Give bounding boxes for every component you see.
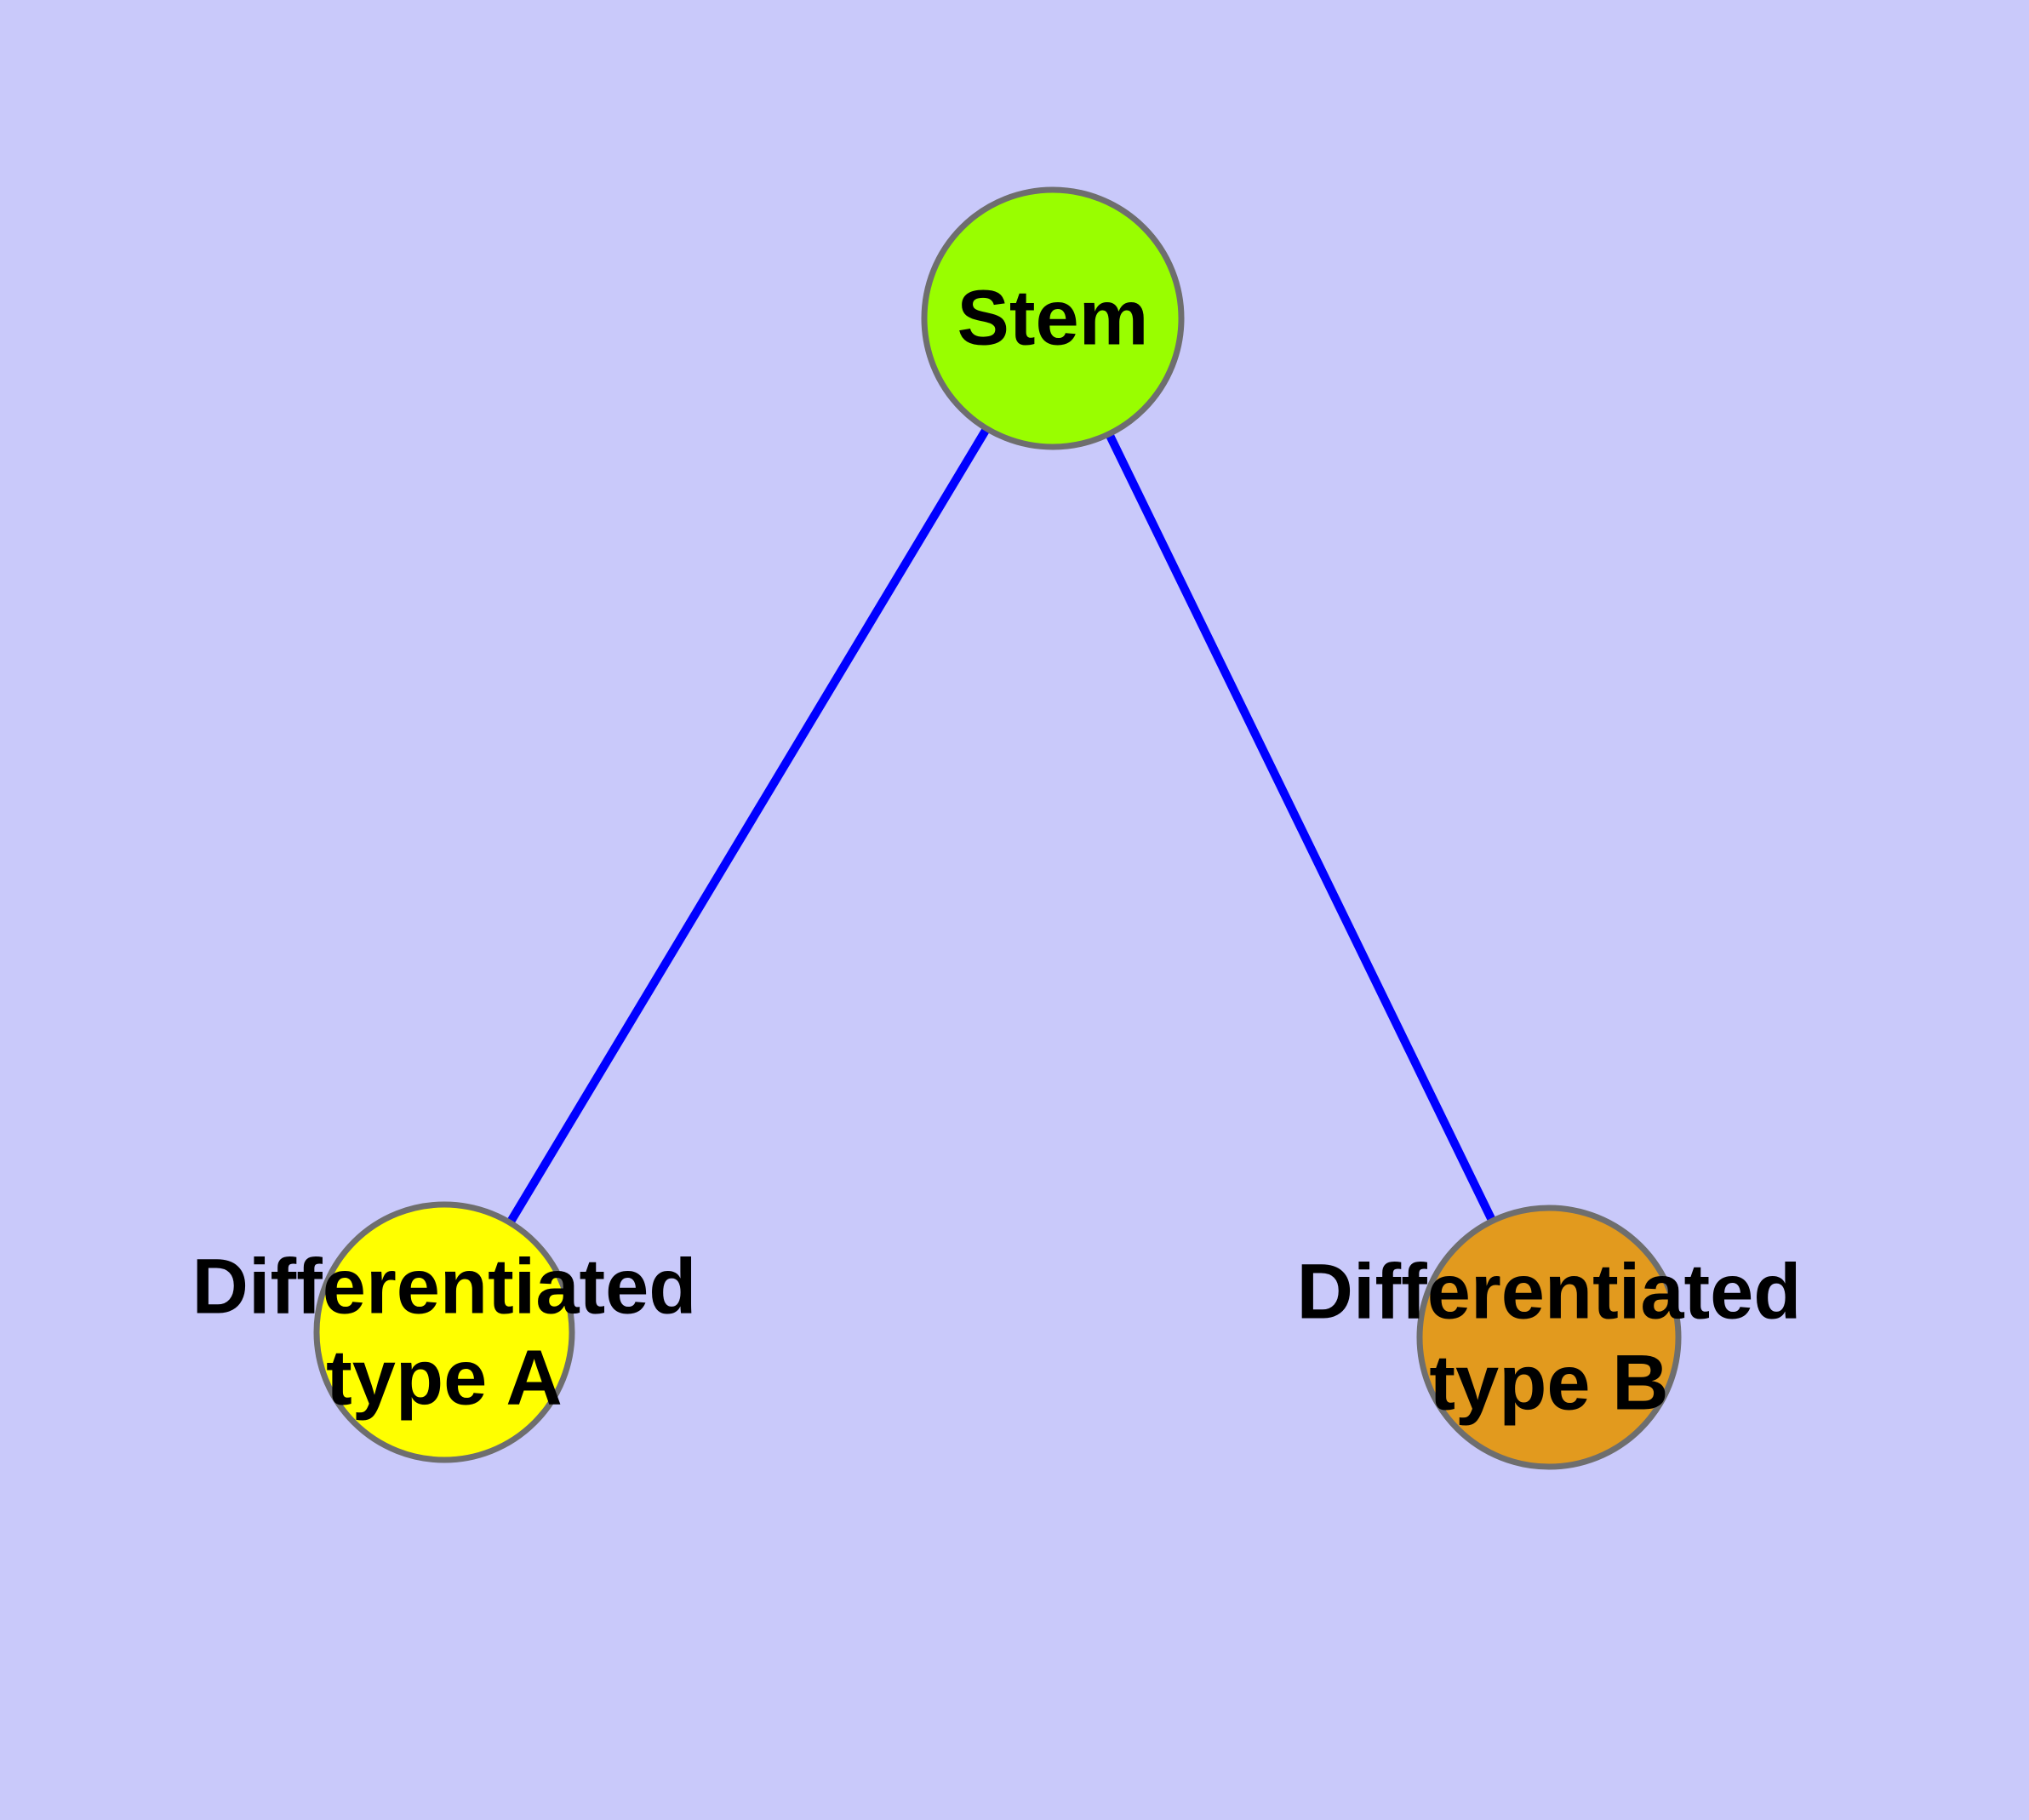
node-type-a-circle[interactable] xyxy=(313,1201,575,1463)
node-stem-circle[interactable] xyxy=(921,186,1185,450)
edge-stem-to-type-b xyxy=(1049,316,1553,1340)
node-type-b-circle[interactable] xyxy=(1416,1205,1682,1470)
edge-stem-to-type-a xyxy=(440,316,1057,1335)
